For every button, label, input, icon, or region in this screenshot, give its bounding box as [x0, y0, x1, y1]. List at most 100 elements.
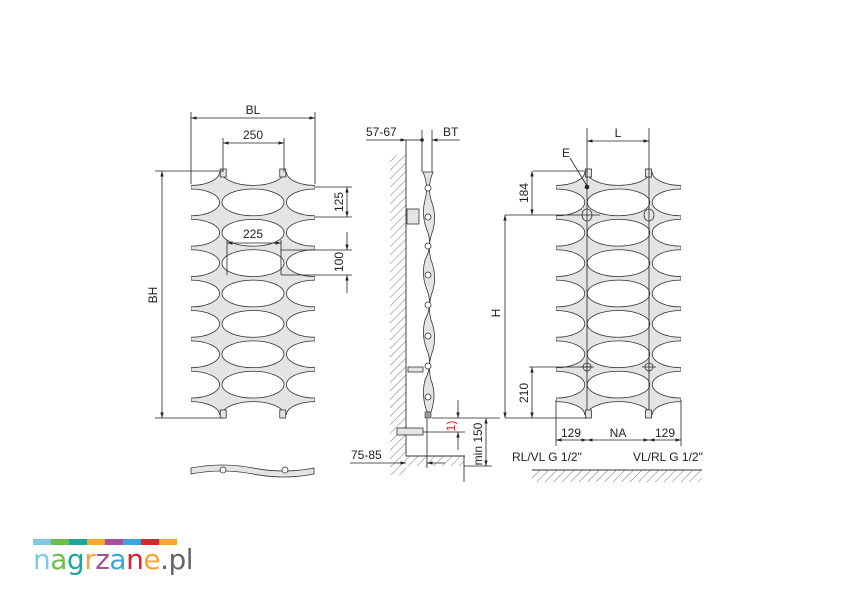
radiator-hole	[586, 370, 651, 399]
radiator-stub	[279, 409, 287, 419]
radiator-hole	[286, 340, 315, 369]
radiator-hole	[651, 370, 681, 399]
radiator-hole	[286, 218, 315, 247]
radiator-hole	[191, 249, 220, 277]
radiator-hole	[221, 218, 285, 247]
radiator-edge-cutout	[586, 172, 651, 186]
radiator-hole	[191, 310, 220, 338]
logo-letter: e	[143, 543, 161, 576]
pitch-label: 250	[243, 128, 263, 142]
radiator-hole	[286, 249, 315, 277]
bracket-label: 75-85	[351, 448, 382, 462]
logo-letter: z	[95, 543, 110, 576]
left-connection-label: RL/VL G 1/2"	[512, 450, 582, 464]
min-height-label: min 150	[471, 422, 485, 465]
radiator-edge-cutout	[191, 172, 220, 186]
radiator-edge-cutout	[221, 172, 285, 186]
radiator-hole	[191, 370, 220, 399]
logo-letter: a	[50, 543, 67, 576]
radiator-hole	[286, 370, 315, 399]
radiator-hole	[221, 310, 285, 338]
radiator-hole	[651, 340, 681, 369]
radiator-hole	[556, 370, 586, 399]
radiator-hole	[586, 310, 651, 338]
side-view: 57-67 BT 75-85 min 150 1)	[350, 125, 500, 482]
radiator-hole	[586, 279, 651, 308]
logo-color-bar	[33, 539, 177, 545]
radiator-hole	[586, 218, 651, 247]
radiator-edge-cutout	[586, 401, 651, 415]
connection-view-dimensions: L E 184 H 210 129 NA 129 RL/VL G 1/2" VL…	[489, 126, 703, 482]
logo-letter: n	[126, 543, 144, 576]
hole-label: 100	[332, 252, 346, 272]
radiator-edge-cutout	[221, 401, 285, 415]
logo-color-swatch	[51, 539, 69, 545]
logo-color-swatch	[69, 539, 87, 545]
radiator-hole	[651, 249, 681, 277]
radiator-hole	[586, 188, 651, 217]
radiator-hole	[556, 279, 586, 308]
radiator-edge-cutout	[191, 401, 220, 415]
radiator-stub	[645, 409, 652, 419]
section-label: 125	[332, 192, 346, 212]
side-right-label: 129	[655, 426, 675, 440]
top-view-profile	[190, 464, 315, 478]
logo-color-swatch	[123, 539, 141, 545]
radiator-stub	[585, 168, 592, 178]
radiator-stub	[279, 168, 287, 178]
height-label: BH	[146, 287, 160, 304]
na-label: NA	[610, 426, 627, 440]
radiator-hole	[556, 340, 586, 369]
radiator-hole	[221, 279, 285, 308]
right-connection-label: VL/RL G 1/2"	[633, 450, 703, 464]
note-label: 1)	[444, 421, 458, 432]
radiator-stub	[645, 168, 652, 178]
radiator-hole	[191, 340, 220, 369]
radiator-hole	[191, 279, 220, 308]
inner-pitch-label: 225	[243, 227, 263, 241]
radiator-hole	[286, 310, 315, 338]
radiator-edge-cutout	[556, 172, 586, 186]
logo-letter: n	[33, 543, 51, 576]
width-label: BL	[246, 103, 261, 117]
radiator-hole	[586, 249, 651, 277]
vent-label: E	[562, 146, 570, 160]
radiator-hole	[286, 188, 315, 217]
wall-gap-label: 57-67	[366, 125, 397, 139]
side-left-label: 129	[561, 426, 581, 440]
front-view-dimensions: BL 250 225 BH 125 100	[146, 103, 352, 419]
radiator-hole	[556, 188, 586, 217]
radiator-hole	[651, 188, 681, 217]
radiator-edge-cutout	[651, 172, 681, 186]
radiator-edge-cutout	[286, 172, 315, 186]
radiator-hole	[556, 218, 586, 247]
radiator-edge-cutout	[286, 401, 315, 415]
radiator-hole	[191, 188, 220, 217]
radiator-hole	[286, 279, 315, 308]
top-offset-label: 184	[517, 183, 531, 203]
radiator-hole	[556, 310, 586, 338]
radiator-edge-cutout	[651, 401, 681, 415]
radiator-hole	[221, 370, 285, 399]
connection-view-radiator	[556, 168, 681, 419]
logo-letter: r	[84, 543, 96, 576]
radiator-stub	[585, 409, 592, 419]
radiator-hole	[651, 310, 681, 338]
l-label: L	[615, 126, 622, 140]
logo-color-swatch	[33, 539, 51, 545]
depth-label: BT	[443, 125, 459, 139]
logo-color-swatch	[87, 539, 105, 545]
logo-letter: .pl	[160, 543, 194, 576]
nagrzane-logo[interactable]: nagrzane.pl	[33, 539, 194, 576]
logo-color-swatch	[141, 539, 159, 545]
radiator-hole	[221, 340, 285, 369]
radiator-hole	[556, 249, 586, 277]
logo-text: nagrzane.pl	[33, 543, 194, 576]
h-label: H	[489, 309, 503, 318]
radiator-edge-cutout	[556, 401, 586, 415]
logo-color-swatch	[105, 539, 123, 545]
radiator-hole	[651, 279, 681, 308]
logo-letter: g	[66, 543, 85, 576]
logo-letter: a	[109, 543, 127, 576]
